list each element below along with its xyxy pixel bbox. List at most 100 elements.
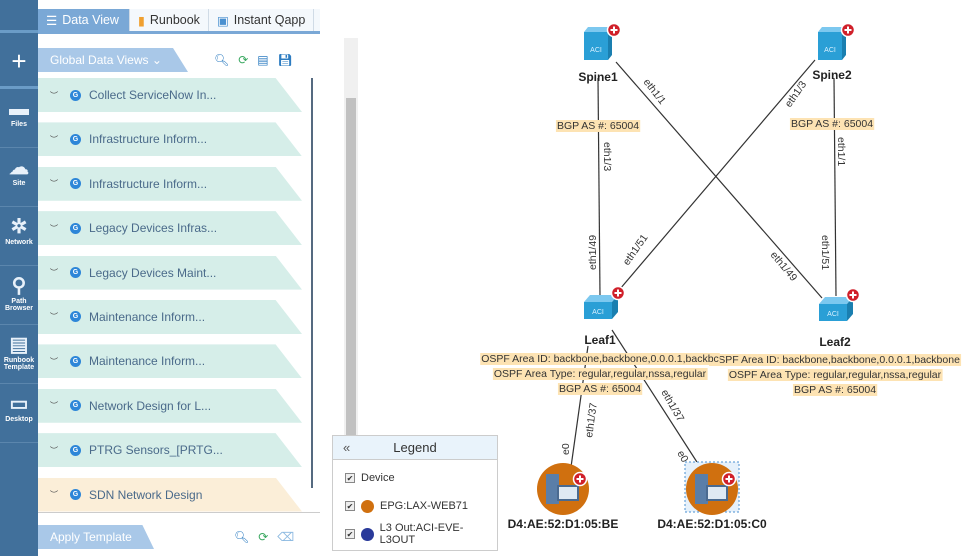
switch-spine1[interactable]: ACI Spine1 — [578, 22, 622, 85]
legend-item-device[interactable]: ✔Device — [345, 472, 395, 484]
nav-files[interactable]: ▬Files — [0, 89, 38, 148]
clear-icon[interactable]: ⌫ — [277, 530, 295, 544]
eye-closed-icon[interactable]: ︶ — [50, 490, 58, 500]
nav-site[interactable]: ☁Site — [0, 148, 38, 207]
add-badge-icon[interactable] — [721, 471, 737, 487]
link-spine2-leaf1[interactable] — [613, 59, 816, 297]
checkbox[interactable]: ✔ — [345, 501, 355, 511]
svg-text:ACI: ACI — [590, 47, 602, 54]
host-icon — [537, 463, 589, 515]
annotation-bg — [492, 368, 708, 380]
annotation-bg — [555, 120, 641, 132]
global-icon: G — [70, 400, 81, 412]
tab-runbook[interactable]: ▮Runbook — [130, 9, 209, 31]
port-label: eth1/49 — [587, 235, 599, 270]
annotation-bg — [789, 118, 875, 130]
port-label: eth1/37 — [583, 402, 600, 439]
divider — [38, 512, 320, 513]
tab-bar: ☰Data View ▮Runbook ▣Instant Qapp — [38, 9, 320, 34]
global-icon: G — [70, 355, 81, 367]
aci-switch-icon: ACI — [819, 297, 853, 321]
annotation-bg — [792, 384, 878, 396]
tab-instant-qapp[interactable]: ▣Instant Qapp — [209, 9, 315, 31]
port-label: eth1/3 — [783, 79, 810, 110]
annotation-leaf1_bgp: BGP AS #: 65004 — [559, 383, 641, 395]
search-icon[interactable]: 🔍︎ — [234, 530, 250, 544]
nav-desktop[interactable]: ▭Desktop — [0, 384, 38, 443]
eye-closed-icon[interactable]: ︶ — [50, 312, 58, 322]
host-host2[interactable]: D4:AE:52:D1:05:C0 — [657, 461, 767, 531]
legend-item-l3out[interactable]: ✔L3 Out:ACI-EVE-L3OUT — [345, 522, 464, 546]
link-spine1-leaf2[interactable] — [615, 61, 823, 299]
folder-icon: ▬ — [9, 98, 29, 120]
apply-template-header[interactable]: Apply Template — [38, 525, 154, 549]
add-badge-icon[interactable] — [845, 287, 861, 303]
topology-map[interactable]: eth1/1 eth1/3 eth1/3 eth1/49 eth1/51 eth… — [320, 0, 974, 556]
eye-closed-icon[interactable]: ︶ — [50, 134, 58, 144]
save-icon[interactable]: 💾︎ — [277, 53, 293, 67]
switch-leaf2[interactable]: ACI Leaf2 — [819, 287, 861, 350]
eye-closed-icon[interactable]: ︶ — [50, 90, 58, 100]
switch-leaf1[interactable]: ACI Leaf1 — [584, 285, 626, 348]
checkbox[interactable]: ✔ — [345, 529, 355, 539]
node-label: D4:AE:52:D1:05:BE — [508, 517, 619, 531]
add-button[interactable]: + — [0, 33, 38, 89]
add-badge-icon[interactable] — [610, 285, 626, 301]
global-data-views-dropdown[interactable]: Global Data Views ⌄ — [38, 48, 188, 72]
host-host1[interactable]: D4:AE:52:D1:05:BE — [508, 463, 619, 531]
global-icon: G — [70, 89, 81, 101]
eye-closed-icon[interactable]: ︶ — [50, 179, 58, 189]
epg-icon — [361, 499, 374, 513]
legend-item-epg[interactable]: ✔EPG:LAX-WEB71 — [345, 499, 469, 513]
desktop-icon: ▭ — [9, 393, 29, 415]
add-badge-icon[interactable] — [840, 22, 856, 38]
nav-path-browser[interactable]: ⚲Path Browser — [0, 266, 38, 325]
scrollbar-thumb[interactable] — [346, 98, 356, 478]
nav-network[interactable]: ✲Network — [0, 207, 38, 266]
annotation-leaf2_ospf_type: OSPF Area Type: regular,regular,nssa,reg… — [729, 369, 942, 381]
aci-switch-icon: ACI — [584, 27, 612, 60]
switch-spine2[interactable]: ACI Spine2 — [812, 22, 856, 83]
l3out-icon — [360, 527, 374, 541]
nav-runbook-template[interactable]: ▤Runbook Template — [0, 325, 38, 384]
link-leaf1-host2[interactable] — [611, 329, 705, 474]
global-icon: G — [70, 178, 81, 190]
aci-switch-icon: ACI — [818, 27, 846, 60]
refresh-icon[interactable]: ⟳ — [258, 530, 269, 544]
annotation-bg — [727, 369, 943, 381]
global-icon: G — [70, 444, 81, 456]
link-leaf1-host1[interactable] — [570, 345, 589, 468]
checkbox[interactable]: ✔ — [345, 473, 355, 483]
scrollbar[interactable] — [344, 38, 358, 498]
aci-switch-icon: ACI — [584, 295, 618, 319]
global-icon: G — [70, 133, 81, 145]
annotation-leaf1_ospf_id: OSPF Area ID: backbone,backbone,0.0.0.1,… — [481, 353, 719, 365]
view-icon[interactable]: ▤ — [257, 53, 269, 67]
global-icon: G — [70, 222, 81, 234]
side-panel: ☰Data View ▮Runbook ▣Instant Qapp Global… — [38, 0, 358, 556]
refresh-icon[interactable]: ⟳ — [238, 53, 249, 67]
link-spine1-leaf1[interactable] — [597, 77, 601, 297]
eye-closed-icon[interactable]: ︶ — [50, 223, 58, 233]
node-label: Leaf1 — [584, 333, 616, 347]
link-spine2-leaf2[interactable] — [833, 77, 837, 297]
eye-closed-icon[interactable]: ︶ — [50, 401, 58, 411]
eye-closed-icon[interactable]: ︶ — [50, 445, 58, 455]
eye-closed-icon[interactable]: ︶ — [50, 356, 58, 366]
add-badge-icon[interactable] — [606, 22, 622, 38]
add-badge-icon[interactable] — [572, 471, 588, 487]
tab-data-view[interactable]: ☰Data View — [38, 9, 130, 31]
eye-closed-icon[interactable]: ︶ — [50, 268, 58, 278]
search-icon[interactable]: 🔍︎ — [214, 53, 230, 67]
collapse-icon[interactable]: « — [343, 440, 351, 455]
